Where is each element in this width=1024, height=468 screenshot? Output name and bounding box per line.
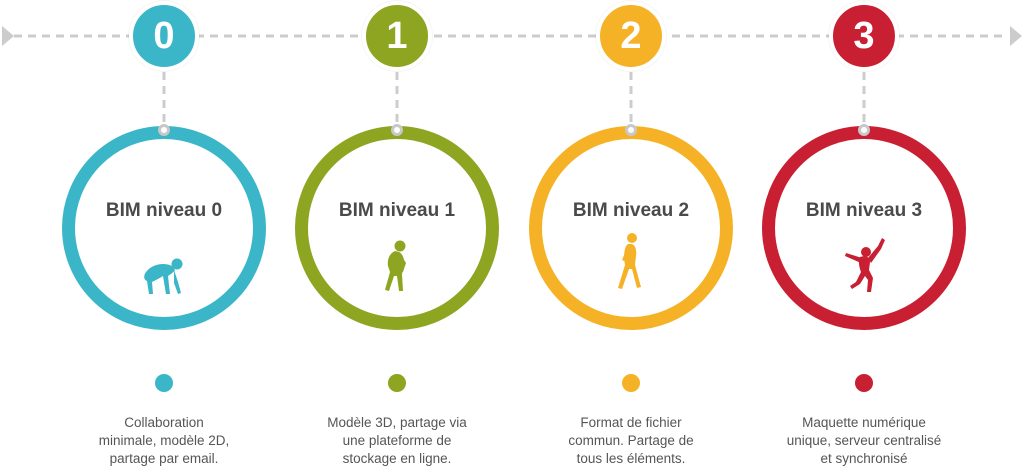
step-number-3: 3: [853, 15, 875, 57]
level-ring-1: [295, 126, 499, 330]
description-line: Format de fichier: [580, 415, 682, 430]
ring-connector-dot-0: [158, 124, 170, 136]
step-badge-2: 2: [596, 1, 666, 71]
level-title-0: BIM niveau 0: [105, 200, 223, 221]
step-badge-1: 1: [362, 1, 432, 71]
level-description-2: Format de fichier commun. Partage de tou…: [541, 414, 721, 468]
description-line: tous les éléments.: [576, 451, 686, 466]
bullet-dot-3: [855, 374, 873, 392]
level-description-1: Modèle 3D, partage via une plateforme de…: [307, 414, 487, 468]
level-ring-3: [762, 126, 966, 330]
description-line: minimale, modèle 2D,: [98, 433, 230, 448]
crouching-ape-icon: [144, 258, 183, 294]
timeline-end-arrow-icon: [1010, 26, 1022, 46]
step-badge-0: 0: [129, 1, 199, 71]
description-line: unique, serveur centralisé: [786, 433, 942, 448]
hunched-hominid-icon: [385, 240, 406, 291]
ring-connector-dot-3: [858, 124, 870, 136]
level-ring-2: [529, 126, 733, 330]
description-line: une plateforme de: [342, 433, 452, 448]
ring-connector-dot-1: [391, 124, 403, 136]
ring-connector-dot-2: [625, 124, 637, 136]
timeline-start-arrow-icon: [2, 26, 14, 46]
walking-human-icon: [618, 233, 641, 289]
jumping-human-icon: [845, 238, 885, 292]
description-line: commun. Partage de: [568, 433, 694, 448]
bullet-dot-2: [622, 374, 640, 392]
description-line: Collaboration: [124, 415, 204, 430]
bullet-dot-0: [155, 374, 173, 392]
bullet-dot-1: [388, 374, 406, 392]
step-badge-3: 3: [829, 1, 899, 71]
description-line: Maquette numérique: [802, 415, 926, 430]
description-line: stockage en ligne.: [342, 451, 452, 466]
level-title-3: BIM niveau 3: [805, 200, 923, 221]
level-description-3: Maquette numérique unique, serveur centr…: [774, 414, 954, 468]
step-number-2: 2: [620, 15, 642, 57]
step-number-0: 0: [153, 15, 175, 57]
description-line: partage par email.: [109, 451, 219, 466]
description-line: et synchronisé: [820, 451, 908, 466]
level-description-0: Collaboration minimale, modèle 2D, parta…: [74, 414, 254, 468]
level-title-2: BIM niveau 2: [572, 200, 690, 221]
level-title-1: BIM niveau 1: [338, 200, 456, 221]
step-number-1: 1: [386, 15, 408, 57]
description-line: Modèle 3D, partage via: [327, 415, 467, 430]
